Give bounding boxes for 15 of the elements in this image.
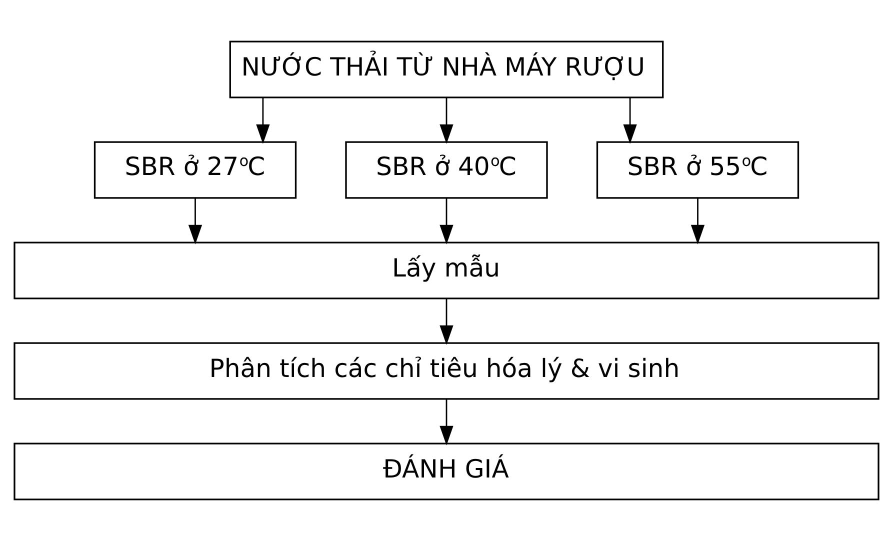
arrow: [623, 97, 637, 144]
arrow: [440, 198, 454, 244]
arrow: [440, 97, 454, 144]
arrow: [690, 198, 705, 244]
node-box: ĐÁNH GIÁ: [14, 442, 880, 500]
node-box: NƯỚC THẢI TỪ NHÀ MÁY RƯỢU: [229, 40, 664, 98]
node-box: SBR ở 27$^{o}$C: [94, 140, 297, 198]
node-box: SBR ở 40$^{o}$C: [345, 140, 548, 198]
node-box: Phân tích các chỉ tiêu hóa lý & vi sinh: [14, 342, 880, 400]
node-box: SBR ở 55$^{o}$C: [596, 140, 800, 198]
node-box: Lấy mẫu: [14, 241, 880, 299]
arrow: [256, 97, 270, 144]
arrow: [188, 198, 202, 244]
arrow: [440, 398, 454, 445]
arrow: [440, 298, 454, 344]
